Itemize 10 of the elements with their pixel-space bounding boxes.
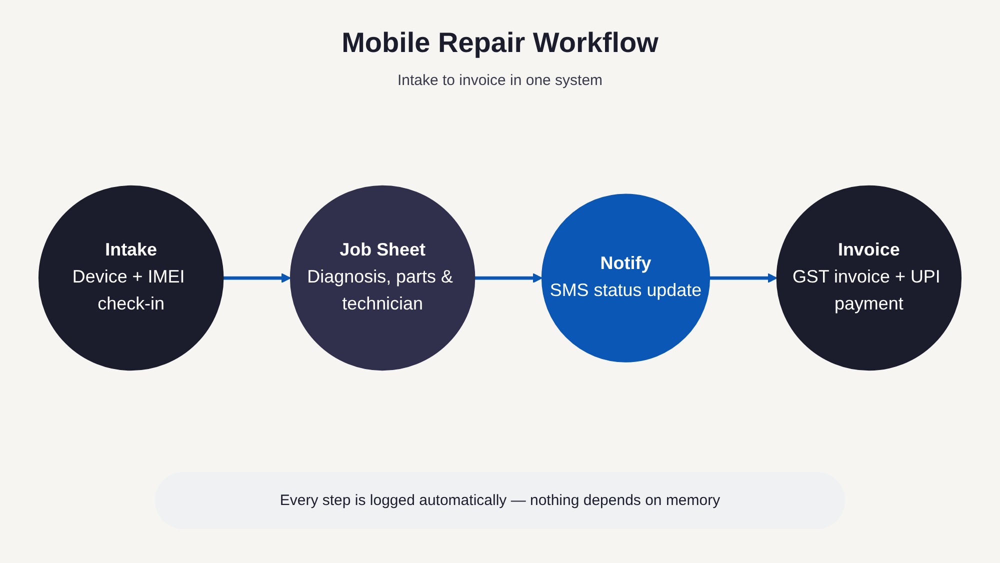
node-circle: Notify SMS status update (541, 194, 710, 362)
subtitle: Intake to invoice in one system (397, 72, 603, 89)
arrow (710, 273, 778, 283)
diagram-title: Mobile Repair Workflow (342, 26, 658, 60)
node-circle: Invoice GST invoice + UPI payment (776, 185, 962, 371)
node-circle: Intake Device + IMEI check-in (38, 185, 224, 371)
arrow (474, 273, 542, 283)
node-circle: Job Sheet Diagnosis, parts & technician (290, 185, 476, 371)
arrow (223, 273, 291, 283)
footer-note: Every step is logged automatically — nothing depends on memory (155, 472, 845, 529)
